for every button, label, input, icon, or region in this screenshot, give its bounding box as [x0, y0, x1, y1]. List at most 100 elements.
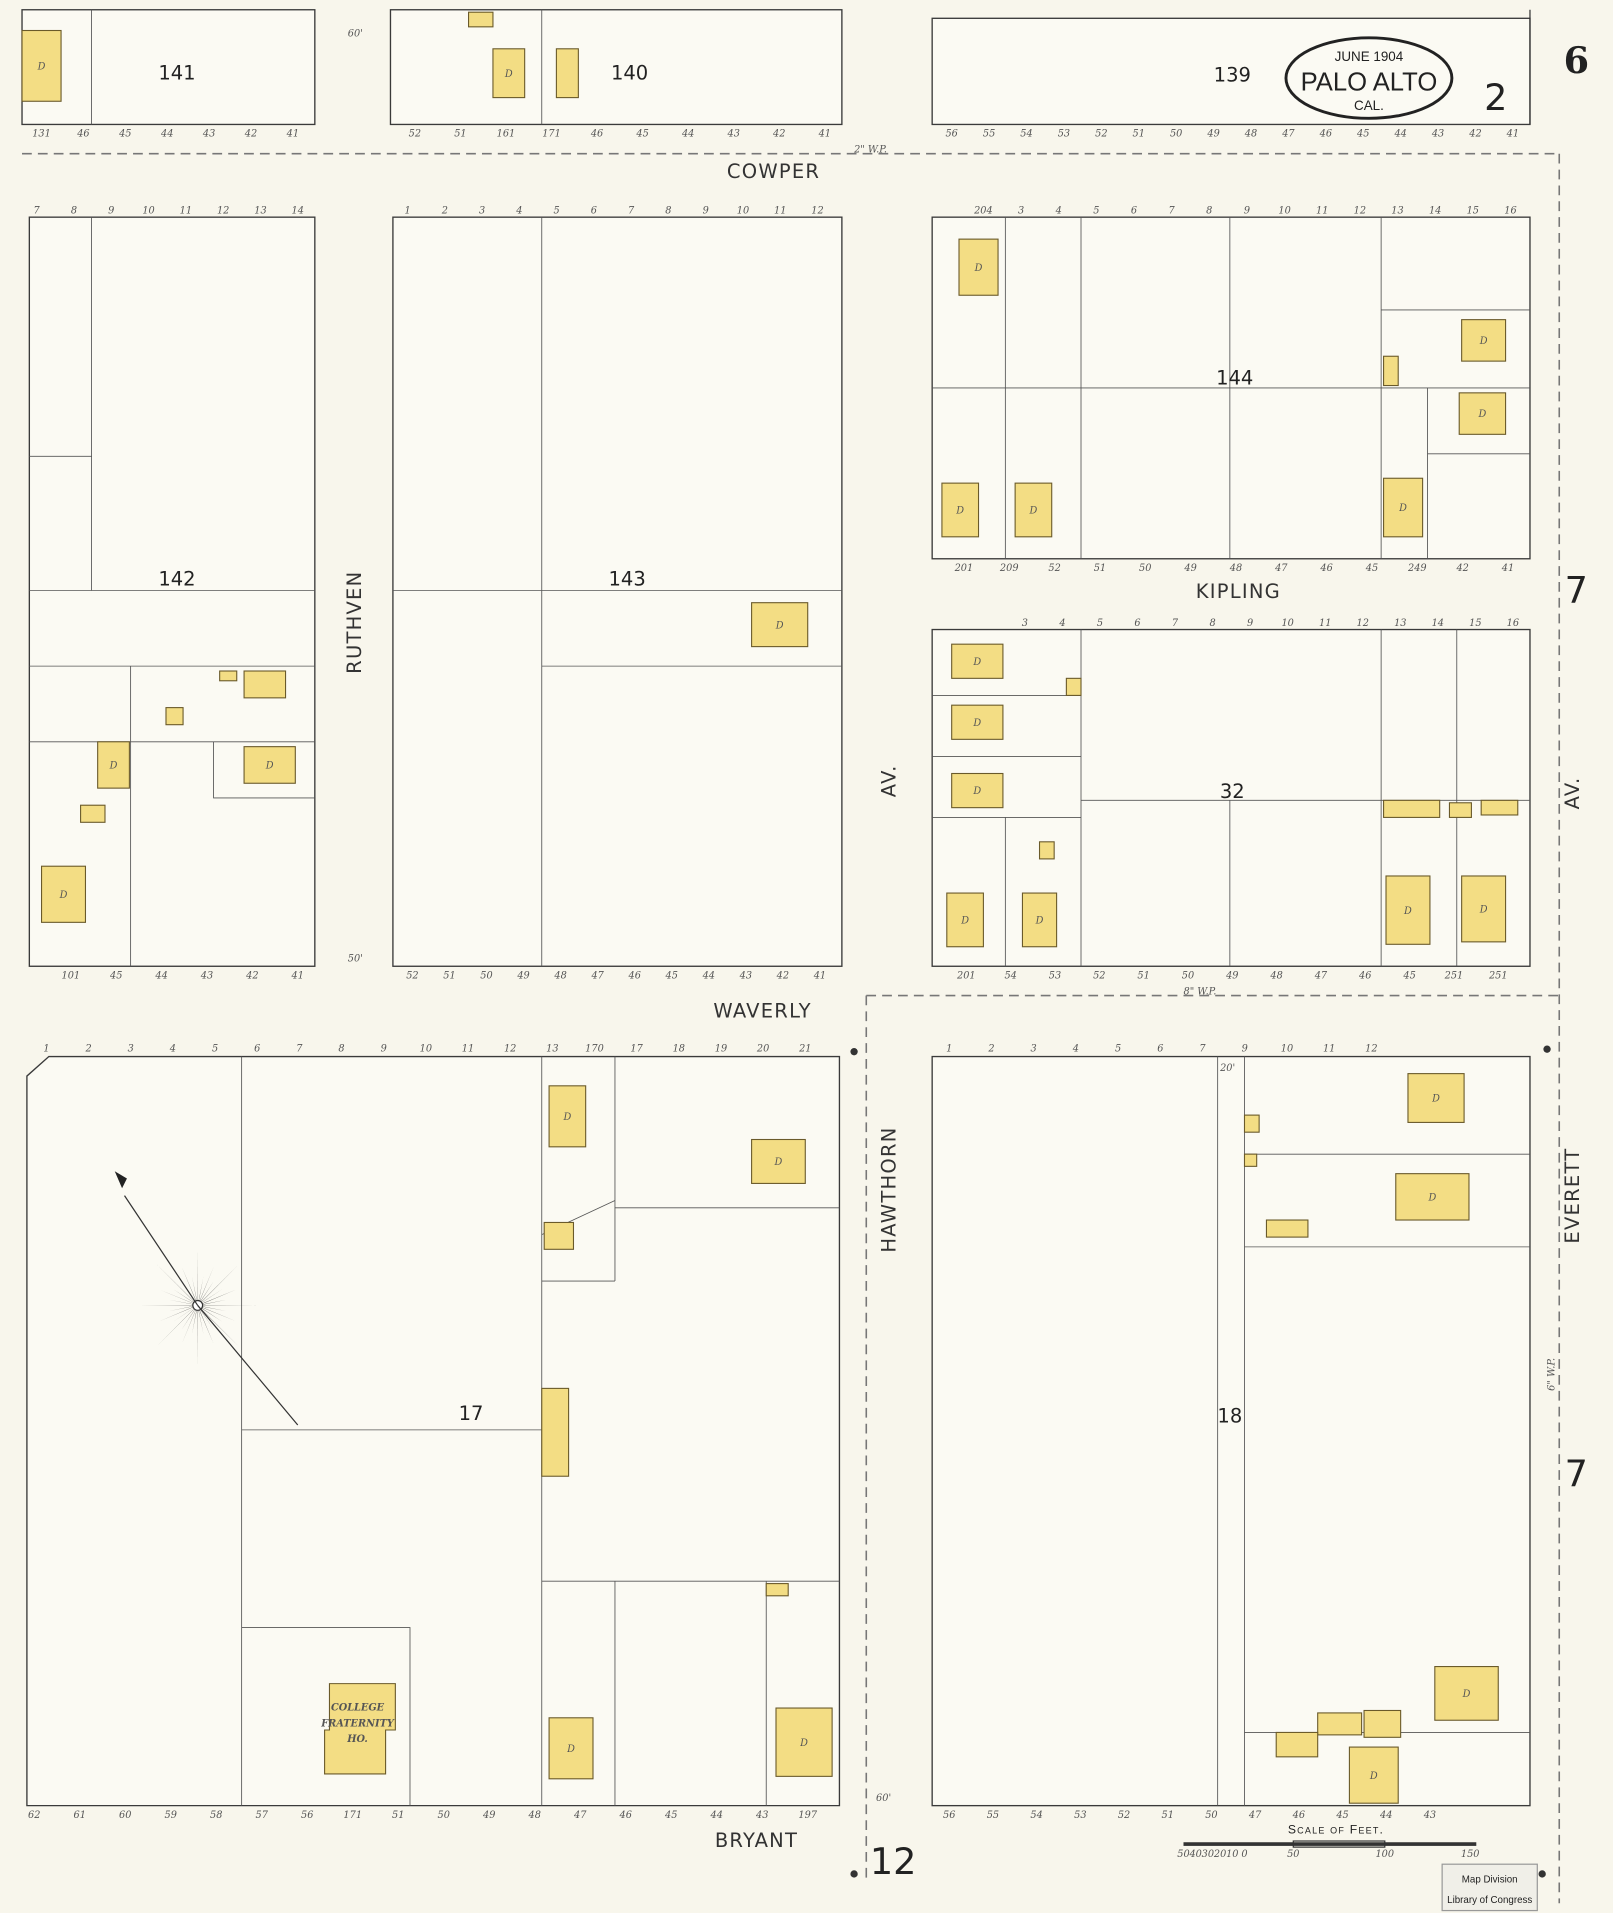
water-main-waverly: 8" W.P. [1183, 986, 1216, 997]
lot-number: 201 [954, 563, 974, 574]
block-number-140: 140 [611, 61, 648, 84]
lot-number: 45 [665, 970, 678, 981]
adjacent-sheet-east-lower[interactable]: 7 [1565, 1452, 1588, 1495]
lot-number: 101 [62, 970, 81, 981]
lot-number: 41 [291, 970, 304, 981]
lot-number: 6 [254, 1044, 260, 1055]
svg-text:Library of Congress: Library of Congress [1447, 1895, 1532, 1906]
sheet-number: 6 [1564, 39, 1589, 82]
dwelling: D [951, 704, 1004, 740]
lot-number: 44 [681, 129, 694, 140]
lot-number: 47 [1281, 129, 1295, 140]
scale-tick: 30 [1202, 1849, 1214, 1860]
lot-number: 6 [591, 206, 597, 217]
lot-number: 42 [244, 129, 257, 140]
building-label: D [1035, 916, 1044, 927]
dwelling: D [1461, 875, 1507, 943]
lot-number: 45 [109, 970, 122, 981]
lot-number: 8 [1209, 618, 1215, 629]
building-label: D [775, 620, 784, 631]
dwelling: D [1407, 1073, 1465, 1123]
lot-number: 2 [441, 206, 448, 217]
lot-number: 54 [1030, 1810, 1042, 1821]
lot-number: 13 [254, 206, 266, 217]
lot-number: 204 [973, 206, 993, 217]
lot-number: 50 [438, 1810, 450, 1821]
dwelling: D [775, 1707, 833, 1777]
lot-number: 52 [1048, 563, 1060, 574]
lot-number: 45 [1356, 129, 1369, 140]
dwelling [543, 1221, 575, 1250]
lot-number: 51 [1162, 1810, 1174, 1821]
lot-number: 44 [702, 970, 715, 981]
lot-number: 9 [1244, 206, 1250, 217]
lot-number: 61 [74, 1810, 86, 1821]
lot-number: 13 [1394, 618, 1406, 629]
lot-number: 51 [443, 970, 455, 981]
lot-number: 60 [119, 1810, 131, 1821]
adjacent-sheet-south[interactable]: 12 [870, 1840, 917, 1883]
lot-number: 5 [1093, 206, 1099, 217]
dwelling [80, 804, 106, 823]
dwelling: D [492, 48, 526, 99]
dwelling: D [21, 29, 62, 102]
lot-number: 3 [1031, 1044, 1037, 1055]
building-label: D [265, 761, 274, 772]
lot-number: 41 [818, 129, 831, 140]
lot-number: 8 [665, 206, 671, 217]
scale-tick: 150 [1461, 1849, 1480, 1860]
lot-number: 46 [1292, 1810, 1305, 1821]
lot-number: 49 [1183, 563, 1196, 574]
lot-number: 56 [945, 129, 957, 140]
lot-number: 16 [1504, 206, 1516, 217]
svg-text:HO.: HO. [346, 1734, 368, 1745]
block-numbers: 141 140 139 142 143 144 32 17 18 [158, 61, 1253, 1427]
lot-number: 16 [1507, 618, 1519, 629]
block-142 [28, 216, 316, 967]
lot-number: 43 [755, 1810, 768, 1821]
building-label: D [37, 62, 46, 73]
lot-number: 43 [1431, 129, 1444, 140]
map-date: June 1904 [1335, 49, 1404, 64]
building-label: D [974, 263, 983, 274]
lot-number: 56 [301, 1810, 313, 1821]
building-label: D [1398, 503, 1407, 514]
block-141 [21, 9, 316, 126]
dwelling: D [1385, 875, 1431, 945]
dwelling: D [1395, 1173, 1470, 1221]
lot-number: 201 [956, 970, 976, 981]
lot-number: 8 [1206, 206, 1212, 217]
building-label: D [774, 1157, 783, 1168]
lot-number: 5 [1097, 618, 1103, 629]
map-state: Cal. [1354, 98, 1384, 113]
lot-number: 10 [1281, 1044, 1293, 1055]
lot-number: 3 [479, 206, 485, 217]
lot-number: 7 [296, 1044, 303, 1055]
lot-number: 62 [28, 1810, 40, 1821]
lot-number: 17 [630, 1044, 643, 1055]
lot-number: 10 [142, 206, 154, 217]
lot-number: 48 [1229, 563, 1242, 574]
lot-number: 44 [1393, 129, 1406, 140]
lot-number: 9 [1242, 1044, 1248, 1055]
block-number-18: 18 [1217, 1405, 1242, 1428]
dwelling: D [958, 238, 999, 296]
lot-number: 7 [1199, 1044, 1206, 1055]
lot-number: 5 [1115, 1044, 1121, 1055]
lot-number: 8 [338, 1044, 344, 1055]
lot-number: 54 [1020, 129, 1032, 140]
lot-number: 251 [1444, 970, 1464, 981]
lot-number: 41 [286, 129, 299, 140]
svg-text:Scale of Feet.: Scale of Feet. [1288, 1823, 1384, 1837]
lot-number: 14 [292, 206, 304, 217]
dwelling: D [1021, 892, 1058, 948]
dwelling [1317, 1712, 1363, 1736]
lot-number: 13 [546, 1044, 558, 1055]
scale-tick: 0 [1241, 1849, 1247, 1860]
lot-number: 50 [1170, 129, 1182, 140]
lot-number: 12 [504, 1044, 516, 1055]
adjacent-sheet-east-upper[interactable]: 7 [1565, 569, 1588, 612]
lot-number: 12 [1365, 1044, 1377, 1055]
